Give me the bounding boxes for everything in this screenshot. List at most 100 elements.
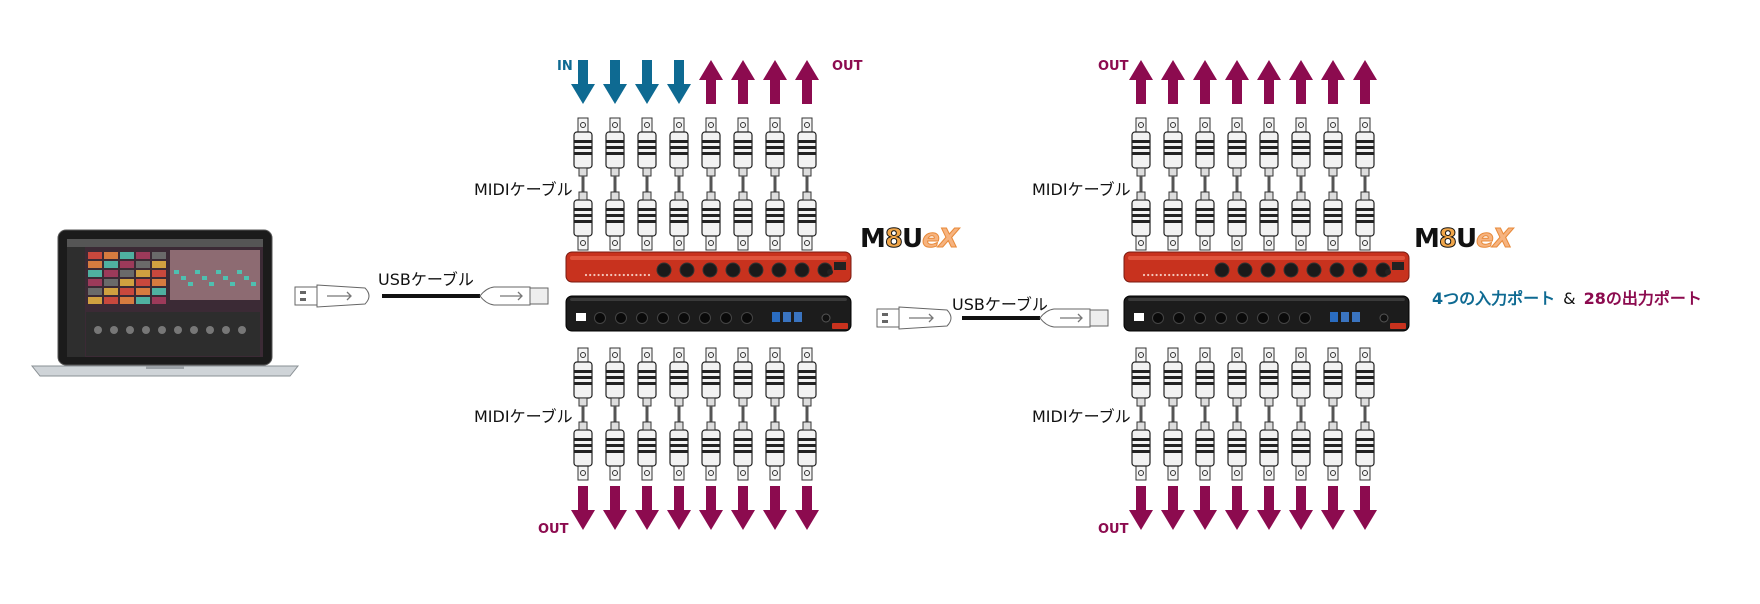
meu-ex-logo-1: M8UeX — [860, 224, 960, 255]
arrow-up-icon — [1193, 60, 1217, 104]
arrow-up-icon — [1321, 60, 1345, 104]
arrow-down-icon — [699, 486, 723, 530]
out-label-bottom-2: OUT — [1098, 522, 1129, 537]
midi-din-plug-icon — [1323, 347, 1343, 407]
port-caption: 4つの入力ポート&28の出力ポート — [1432, 285, 1702, 309]
midi-din-plug-icon — [701, 421, 721, 481]
midi-din-plug-icon — [669, 191, 689, 251]
meu-ex-device-front — [1123, 251, 1410, 283]
midi-din-plug-icon — [573, 191, 593, 251]
meu-ex-device-rear — [1123, 295, 1410, 332]
midi-din-plug-icon — [1227, 347, 1247, 407]
in-label: IN — [557, 59, 573, 74]
midi-din-plug-icon — [1259, 117, 1279, 177]
midi-din-plug-icon — [1291, 421, 1311, 481]
arrow-down-icon — [571, 60, 595, 104]
laptop-icon — [30, 229, 300, 377]
midi-din-plug-icon — [1227, 421, 1247, 481]
arrow-up-icon — [1161, 60, 1185, 104]
arrow-up-icon — [763, 60, 787, 104]
logo-m: M — [860, 224, 886, 254]
midi-din-plug-icon — [1355, 347, 1375, 407]
midi-din-plug-icon — [1355, 191, 1375, 251]
arrow-down-icon — [1289, 486, 1313, 530]
midi-din-plug-icon — [637, 347, 657, 407]
arrow-down-icon — [603, 60, 627, 104]
midi-din-plug-icon — [637, 421, 657, 481]
midi-din-plug-icon — [605, 117, 625, 177]
midi-din-plug-icon — [605, 421, 625, 481]
midi-din-plug-icon — [733, 421, 753, 481]
usb-b-plug-icon — [479, 286, 549, 306]
midi-cable-label-bottom-1: MIDIケーブル — [474, 407, 573, 426]
arrow-down-icon — [667, 486, 691, 530]
logo-ex: eX — [922, 224, 960, 255]
midi-din-plug-icon — [797, 191, 817, 251]
midi-din-plug-icon — [1323, 421, 1343, 481]
midi-din-plug-icon — [1131, 117, 1151, 177]
midi-din-plug-icon — [1131, 191, 1151, 251]
output-ports-text: 28の出力ポート — [1583, 289, 1702, 308]
midi-din-plug-icon — [733, 191, 753, 251]
midi-din-plug-icon — [1355, 117, 1375, 177]
midi-din-plug-icon — [1163, 421, 1183, 481]
midi-din-plug-icon — [1163, 347, 1183, 407]
out-label-top-2: OUT — [1098, 59, 1129, 74]
arrow-down-icon — [603, 486, 627, 530]
midi-din-plug-icon — [1227, 117, 1247, 177]
logo-u: U — [901, 224, 923, 254]
arrow-down-icon — [795, 486, 819, 530]
midi-din-plug-icon — [1323, 117, 1343, 177]
arrow-up-icon — [1289, 60, 1313, 104]
midi-din-plug-icon — [669, 347, 689, 407]
input-ports-text: 4つの入力ポート — [1432, 289, 1556, 308]
arrow-down-icon — [731, 486, 755, 530]
midi-cable-label-top-2: MIDIケーブル — [1032, 180, 1131, 199]
midi-din-plug-icon — [605, 191, 625, 251]
logo-m: M — [1414, 224, 1440, 254]
arrow-up-icon — [795, 60, 819, 104]
logo-ex: eX — [1476, 224, 1514, 255]
midi-din-plug-icon — [1291, 191, 1311, 251]
usb-cable-label-1: USBケーブル — [378, 270, 474, 289]
arrow-up-icon — [1225, 60, 1249, 104]
out-label-bottom-1: OUT — [538, 522, 569, 537]
out-label-top-1: OUT — [832, 59, 863, 74]
midi-din-plug-icon — [701, 191, 721, 251]
logo-e: 8 — [1438, 224, 1457, 255]
midi-din-plug-icon — [1195, 421, 1215, 481]
midi-din-plug-icon — [605, 347, 625, 407]
midi-cable-label-top-1: MIDIケーブル — [474, 180, 573, 199]
usb-a-plug-icon — [294, 284, 370, 308]
midi-din-plug-icon — [1163, 191, 1183, 251]
midi-din-plug-icon — [637, 117, 657, 177]
arrow-down-icon — [1129, 486, 1153, 530]
arrow-up-icon — [699, 60, 723, 104]
arrow-down-icon — [1193, 486, 1217, 530]
midi-din-plug-icon — [669, 117, 689, 177]
midi-din-plug-icon — [797, 347, 817, 407]
midi-din-plug-icon — [733, 117, 753, 177]
usb-a-plug-icon — [876, 306, 952, 330]
midi-din-plug-icon — [1323, 191, 1343, 251]
midi-din-plug-icon — [573, 117, 593, 177]
arrow-down-icon — [635, 486, 659, 530]
meu-ex-device-front — [565, 251, 852, 283]
midi-din-plug-icon — [765, 347, 785, 407]
arrow-down-icon — [635, 60, 659, 104]
arrow-down-icon — [1225, 486, 1249, 530]
arrow-down-icon — [1353, 486, 1377, 530]
midi-din-plug-icon — [1259, 421, 1279, 481]
midi-din-plug-icon — [701, 117, 721, 177]
midi-din-plug-icon — [765, 191, 785, 251]
meu-ex-logo-2: M8UeX — [1414, 224, 1514, 255]
midi-din-plug-icon — [1163, 117, 1183, 177]
midi-din-plug-icon — [797, 421, 817, 481]
midi-din-plug-icon — [797, 117, 817, 177]
arrow-down-icon — [1257, 486, 1281, 530]
arrow-down-icon — [763, 486, 787, 530]
midi-din-plug-icon — [669, 421, 689, 481]
arrow-up-icon — [731, 60, 755, 104]
